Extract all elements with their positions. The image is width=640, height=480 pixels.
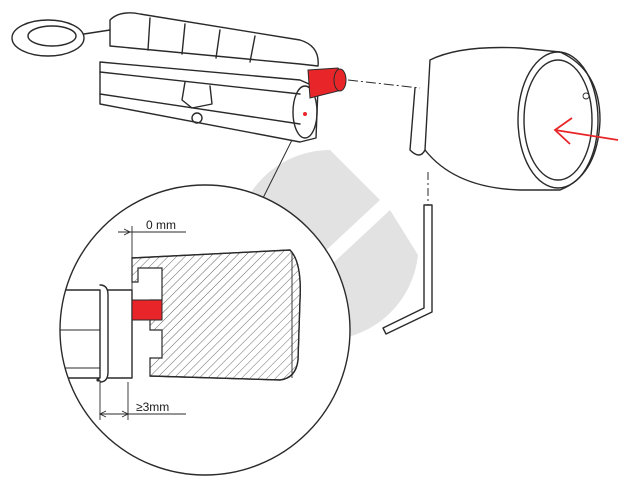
smart-lock-knob <box>409 46 619 191</box>
detail-magnifier: 0 mm ≥3mm <box>59 184 351 476</box>
spindle-section <box>131 299 163 321</box>
dimension-top: 0 mm <box>118 218 186 290</box>
lock-cylinder <box>11 12 347 143</box>
gap-bottom-label: ≥3mm <box>136 400 169 414</box>
hex-key <box>382 172 433 335</box>
gap-top-label: 0 mm <box>146 218 176 232</box>
dimension-bottom: ≥3mm <box>98 380 186 420</box>
alignment-axis <box>347 79 421 89</box>
spindle <box>307 67 347 99</box>
insert-arrow <box>553 117 619 145</box>
